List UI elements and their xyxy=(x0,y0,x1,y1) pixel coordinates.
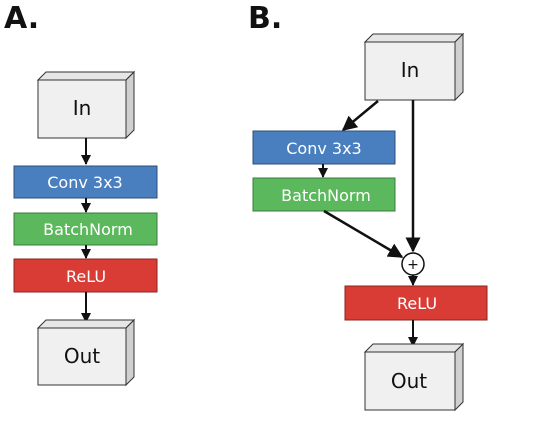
panel-b-bn-layer: BatchNorm xyxy=(252,177,396,212)
panel-b-conv-box xyxy=(252,130,396,165)
panel-a-bn-layer: BatchNorm xyxy=(13,212,158,246)
panel-a-output-label: Out xyxy=(64,344,100,368)
panel-a-conv-layer: Conv 3x3 xyxy=(13,165,158,199)
panel-a-input-block: In xyxy=(36,70,136,140)
panel-a-output-block: Out xyxy=(36,318,136,387)
panel-a-conv-box xyxy=(13,165,158,199)
panel-a-bn-box xyxy=(13,212,158,246)
panel-a-relu-layer: ReLU xyxy=(13,258,158,293)
panel-b-output-block: Out xyxy=(363,342,465,412)
panel-a-bn-label: BatchNorm xyxy=(43,220,133,239)
panel-b-label: B. xyxy=(248,1,282,36)
panel-b-bn-box xyxy=(252,177,396,212)
panel-b-add-node: + xyxy=(401,252,425,276)
panel-b-arrow-bn-add xyxy=(323,209,404,259)
panel-b-output-label: Out xyxy=(391,369,427,393)
panel-b-conv-label: Conv 3x3 xyxy=(286,139,361,158)
panel-a-label: A. xyxy=(4,1,39,36)
panel-a: A. In Conv 3x3 BatchNorm ReLU xyxy=(4,1,158,387)
panel-a-input-label: In xyxy=(73,96,92,120)
panel-b-arrow-in-conv xyxy=(341,100,379,131)
panel-b: B. In Conv 3x3 BatchNorm + xyxy=(248,1,488,412)
panel-a-relu-label: ReLU xyxy=(66,267,106,286)
panel-a-conv-label: Conv 3x3 xyxy=(47,173,122,192)
panel-b-conv-layer: Conv 3x3 xyxy=(252,130,396,165)
panel-b-input-block: In xyxy=(363,32,465,102)
panel-b-relu-box xyxy=(344,285,488,321)
panel-b-bn-label: BatchNorm xyxy=(281,186,371,205)
panel-b-input-label: In xyxy=(401,58,420,82)
panel-b-relu-label: ReLU xyxy=(397,294,437,313)
panel-b-relu-layer: ReLU xyxy=(344,285,488,321)
add-icon: + xyxy=(407,257,419,273)
